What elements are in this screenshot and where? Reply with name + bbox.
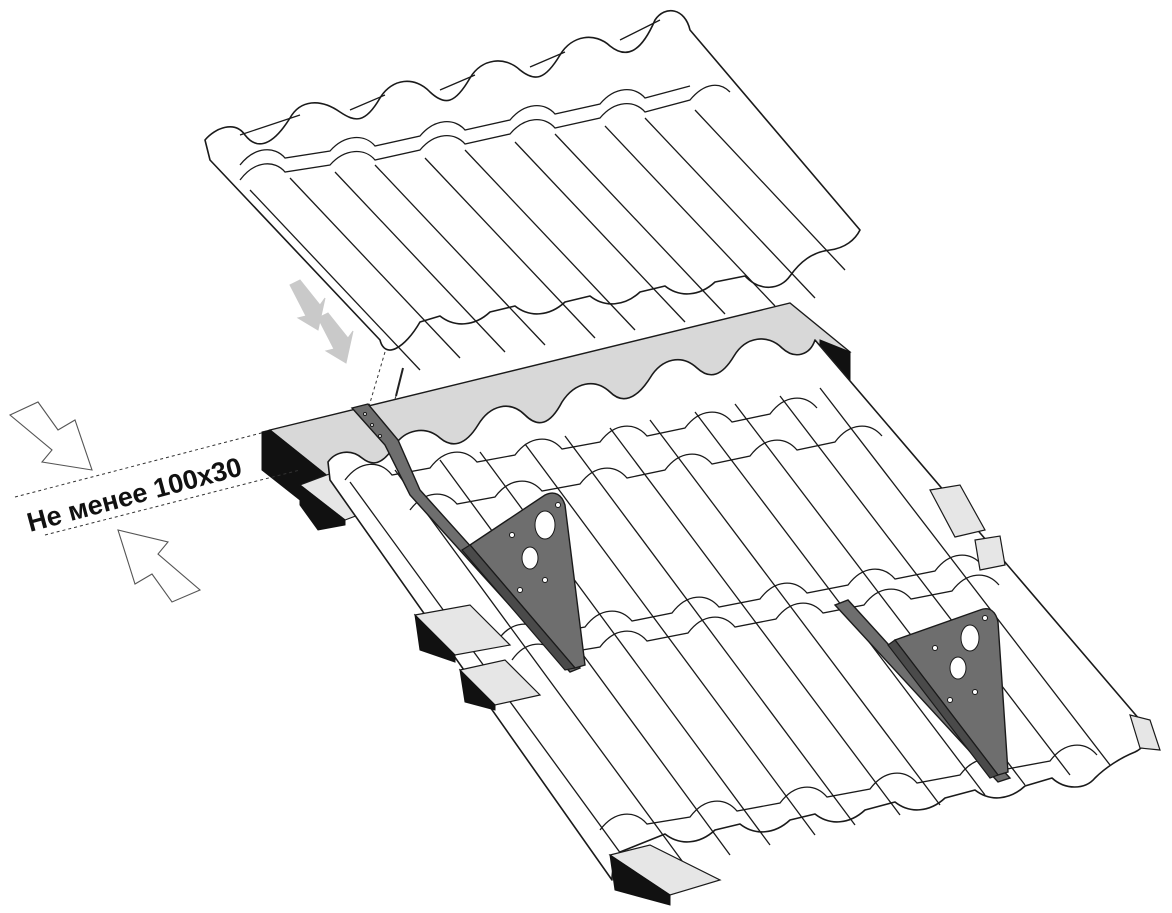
left-bracket <box>350 403 586 673</box>
dimension-callout: Не менее 100х30 <box>8 401 301 603</box>
bracket-hole-medium <box>521 546 539 570</box>
upper-tile-sheet <box>204 9 861 371</box>
bracket-hole-medium <box>949 656 967 680</box>
middle-left-battens <box>413 604 542 711</box>
arrow-down-outline <box>8 401 93 471</box>
bracket-hole-large <box>534 510 556 540</box>
installed-tile-field <box>327 338 1148 881</box>
right-bracket <box>833 599 1012 783</box>
bottom-batten <box>608 844 722 906</box>
right-battens <box>929 484 1161 751</box>
bracket-hole-large <box>960 624 980 652</box>
arrow-up-outline <box>117 529 202 603</box>
move-down-arrows <box>289 279 354 364</box>
